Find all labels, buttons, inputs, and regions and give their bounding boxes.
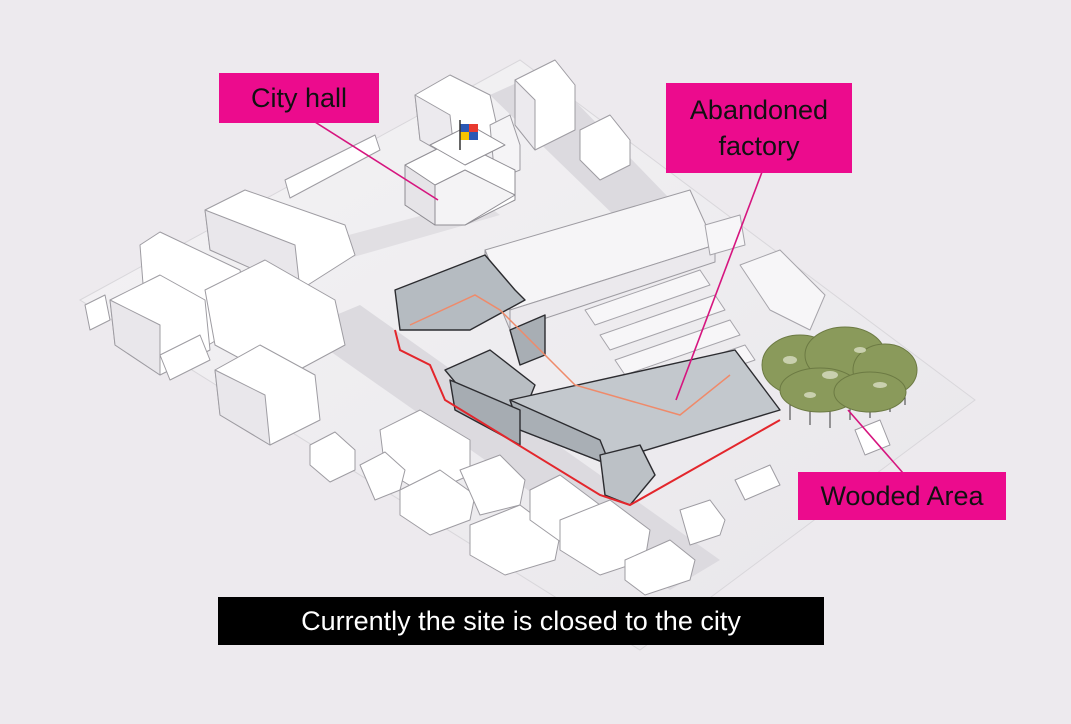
label-city-hall-text: City hall [250, 83, 348, 113]
site-boundary [394, 329, 781, 507]
abandoned-factory-building [394, 254, 781, 506]
label-wooded-area-text: Wooded Area [820, 481, 984, 511]
flag-icon [459, 120, 478, 150]
caption-text: Currently the site is closed to the city [301, 605, 741, 636]
buildings-west [84, 231, 346, 446]
city-hall-building [404, 124, 516, 226]
caption-bar: Currently the site is closed to the city [218, 597, 824, 645]
leader-abandoned-factory [675, 171, 763, 401]
wooded-area [761, 326, 918, 428]
buildings-north [414, 59, 631, 181]
buildings-south [309, 409, 781, 596]
label-city-hall: City hall [219, 73, 379, 123]
label-abandoned-factory-line1: Abandoned [689, 95, 829, 125]
leader-wooded-area [847, 409, 904, 474]
label-abandoned-factory-line2: factory [718, 131, 800, 161]
site-boundary-inner [409, 294, 731, 416]
label-wooded-area: Wooded Area [798, 472, 1006, 520]
leader-lines [314, 121, 904, 474]
leader-city-hall [314, 121, 439, 201]
label-abandoned-factory: Abandoned factory [666, 83, 852, 173]
